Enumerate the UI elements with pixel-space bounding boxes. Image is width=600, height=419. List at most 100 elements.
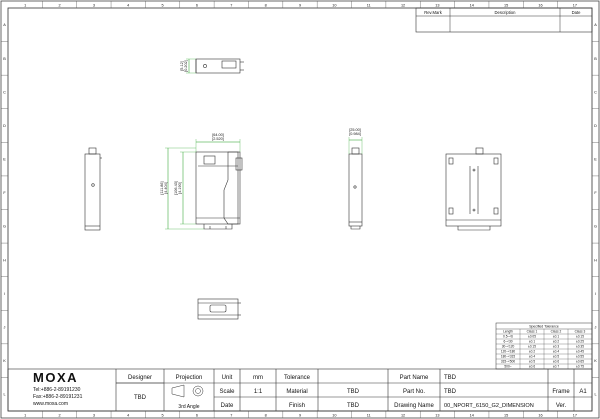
tolerance-cell: ±0.2	[553, 340, 559, 344]
zone-row-label-left: C	[3, 90, 6, 94]
tolerance-cell: ±0.3	[553, 345, 559, 349]
tolerance-cell: ±0.6	[553, 360, 559, 364]
drawing-name-value: 00_NPORT_6150_G2_DIMENSION	[444, 403, 534, 409]
zone-col-label-bottom: 13	[435, 413, 439, 417]
zone-col-label-top: 10	[332, 3, 336, 7]
zone-col-label-top: 2	[58, 3, 60, 7]
dim-front-height-inner-in: [4.190]	[178, 182, 182, 194]
tolerance-header-cell: Length	[503, 330, 513, 334]
zone-row-label-left: I	[4, 292, 5, 296]
front-view	[195, 151, 243, 230]
zone-row-label-right: L	[594, 393, 596, 397]
tolerance-cell: ±0.1	[529, 340, 535, 344]
dim-front-height-outer: [111.86] [4.404]	[160, 147, 204, 230]
zone-col-label-top: 13	[435, 3, 439, 7]
zone-col-label-top: 11	[367, 3, 371, 7]
finish-value: TBD	[347, 403, 360, 409]
zone-row-label-right: H	[594, 258, 597, 262]
dim-side-width-mm: [25.00]	[349, 128, 361, 132]
tolerance-cell: 0.5~<6	[503, 335, 513, 339]
zone-col-label-bottom: 17	[573, 413, 577, 417]
zone-row-label-left: E	[3, 158, 6, 162]
dim-side-width: [25.00] [0.984]	[348, 128, 363, 154]
material-value: TBD	[347, 389, 360, 395]
dim-front-width-mm: [64.00]	[212, 133, 224, 137]
dim-top-view-height: [5.12] [0.202]	[180, 58, 196, 74]
scale-label: Scale	[219, 389, 235, 395]
finish-label: Finish	[289, 403, 305, 409]
top-view	[195, 58, 244, 74]
zone-row-label-left: L	[3, 393, 5, 397]
zone-col-label-bottom: 3	[93, 413, 95, 417]
company-block: MOXA Tel:+886-2-89191230 Fax:+886-2-8919…	[33, 370, 83, 407]
dim-top-view-height-in: [0.202]	[184, 60, 188, 72]
zone-row-label-left: K	[3, 359, 6, 363]
tolerance-cell: ±0.4	[529, 355, 535, 359]
projection-value: 3rd Angle	[178, 404, 199, 410]
tolerance-cell: ±0.55	[576, 355, 584, 359]
zone-col-label-bottom: 14	[470, 413, 474, 417]
unit-value: mm	[253, 375, 263, 381]
tolerance-cell: ±0.25	[576, 340, 584, 344]
tolerance-cell: 180~<315	[501, 355, 516, 359]
tolerance-header-cell: Class 1	[527, 330, 538, 334]
zone-col-label-top: 5	[162, 3, 164, 7]
rev-date-header: Date	[572, 10, 582, 15]
zone-row-label-right: I	[595, 292, 596, 296]
title-block	[7, 368, 593, 412]
zone-col-label-top: 17	[573, 3, 577, 7]
zone-row-label-left: J	[4, 325, 6, 329]
ver-label: Ver.	[556, 403, 567, 409]
third-angle-projection-symbol	[171, 384, 204, 398]
left-side-view	[84, 147, 102, 231]
zone-col-label-bottom: 4	[127, 413, 129, 417]
tolerance-cell: 315~<500	[501, 360, 516, 364]
zone-col-label-top: 14	[470, 3, 474, 7]
frame-value: A1	[579, 389, 587, 395]
zone-col-label-top: 9	[299, 3, 301, 7]
revision-table: Rev.Mark Description Date	[415, 7, 593, 33]
company-fax: Fax:+886-2-89191231	[33, 394, 83, 400]
zone-col-label-top: 6	[196, 3, 198, 7]
zone-col-label-bottom: 16	[538, 413, 542, 417]
zone-row-label-right: C	[594, 90, 597, 94]
tolerance-cell: ±0.15	[528, 345, 536, 349]
dim-front-height-inner-mm: [106.43]	[174, 181, 178, 195]
tolerance-cell: 120~<180	[501, 350, 516, 354]
tolerance-cell: ±0.15	[576, 335, 584, 339]
zone-col-label-top: 8	[265, 3, 267, 7]
zone-col-label-bottom: 11	[367, 413, 371, 417]
moxa-logo: MOXA	[33, 370, 78, 385]
tolerance-header-cell: Class 3	[575, 330, 586, 334]
zone-row-label-right: E	[594, 158, 597, 162]
zone-col-label-top: 16	[538, 3, 542, 7]
zone-row-label-left: D	[3, 124, 6, 128]
tolerance-label: Tolerance	[284, 375, 311, 381]
dim-top-view-height-mm: [5.12]	[180, 61, 184, 71]
tolerance-cell: ±0.35	[576, 345, 584, 349]
rear-view	[445, 147, 502, 231]
zone-col-label-top: 12	[401, 3, 405, 7]
zone-col-label-top: 7	[230, 3, 232, 7]
zone-col-label-top: 1	[24, 3, 26, 7]
dim-front-height-outer-in: [4.404]	[164, 182, 168, 194]
company-tel: Tel:+886-2-89191230	[33, 387, 81, 393]
dim-side-width-in: [0.984]	[349, 132, 361, 136]
dim-front-width-in: [2.520]	[212, 137, 224, 141]
tolerance-cell: ±0.05	[528, 335, 536, 339]
company-web: www.moxa.com	[33, 401, 68, 407]
part-no-label: Part No.	[403, 389, 425, 395]
tolerance-cell: ±0.2	[529, 350, 535, 354]
right-side-view	[348, 147, 363, 230]
bottom-view	[197, 298, 241, 320]
tolerance-cell: ±0.1	[553, 335, 559, 339]
projection-label: Projection	[176, 375, 203, 381]
scale-value: 1:1	[254, 389, 263, 395]
dim-front-height-inner: [106.43] [4.190]	[174, 151, 196, 225]
zone-col-label-bottom: 10	[332, 413, 336, 417]
